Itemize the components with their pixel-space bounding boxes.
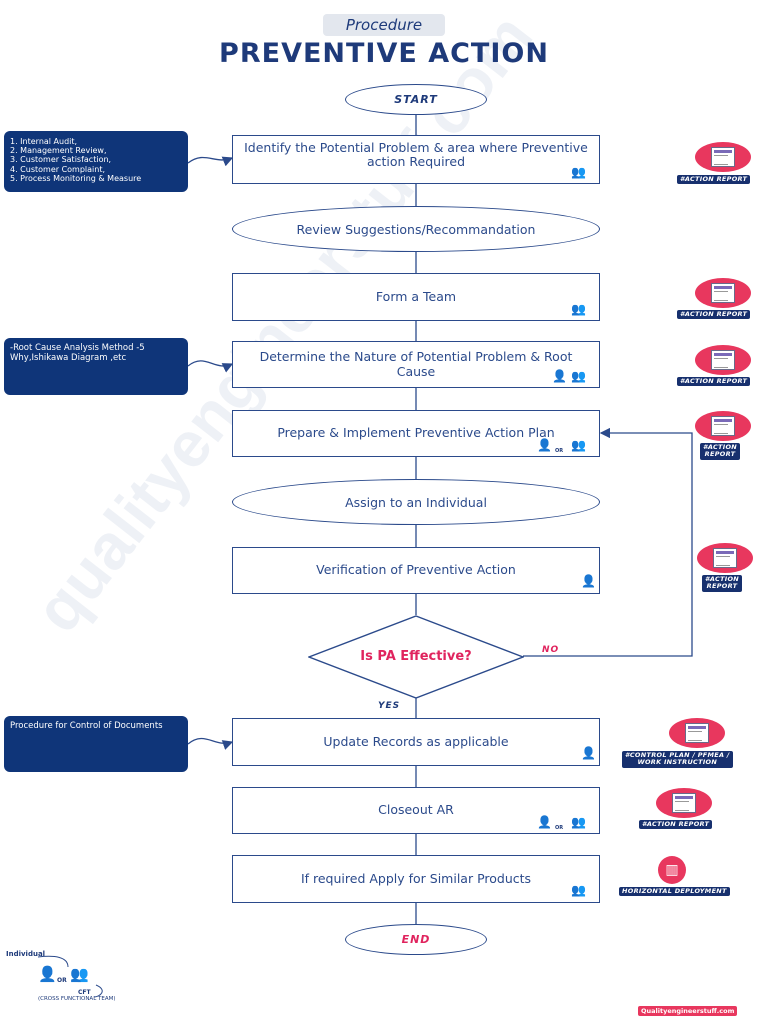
step-text: Assign to an Individual [345,494,487,510]
step-review-suggestions: Review Suggestions/Recommandation [232,206,600,252]
action-report-tag: #ACTION REPORT [700,443,741,460]
team-icon: 👥 [571,302,586,316]
action-report-icon [695,411,751,441]
step-text: Verification of Preventive Action [316,562,516,578]
team-icon: 👥 [571,165,586,179]
or-label: OR [555,825,564,831]
action-report-icon [695,278,751,308]
legend-or-label: OR [57,977,67,984]
step-verification: Verification of Preventive Action [232,547,600,594]
team-icon: 👥 [571,883,586,897]
legend-cft-label: CFT [78,989,91,996]
action-report-icon [697,543,753,573]
action-report-tag: #ACTION REPORT [677,377,751,387]
procedure-pill: Procedure [323,14,445,36]
action-report-tag: #ACTION REPORT [677,310,751,320]
step-closeout-ar: Closeout AR [232,787,600,834]
team-icon: 👥 [571,369,586,383]
step-update-records: Update Records as applicable [232,718,600,766]
step-text: Update Records as applicable [323,733,509,749]
end-terminal: END [345,924,487,955]
step-text: Identify the Potential Problem & area wh… [244,140,588,170]
or-label: OR [555,448,564,454]
action-report-icon [656,788,712,818]
action-report-tag: #ACTION REPORT [702,575,743,592]
action-report-icon [695,345,751,375]
step-text: Closeout AR [378,802,454,818]
action-report-tag: #ACTION REPORT [677,175,751,185]
step-identify-problem: Identify the Potential Problem & area wh… [232,135,600,184]
step-text: Form a Team [375,288,457,304]
legend-cft-icon: 👥 [70,965,89,983]
step-text: Determine the Nature of Potential Proble… [259,349,573,379]
decision-yes-label: YES [378,701,401,711]
step-text: If required Apply for Similar Products [300,870,532,886]
step-form-team: Form a Team [232,273,600,321]
start-terminal: START [345,84,487,115]
individual-icon: 👤 [537,438,552,452]
note-control-documents: Procedure for Control of Documents [4,716,188,772]
individual-icon: 👤 [581,574,596,588]
step-text: Prepare & Implement Preventive Action Pl… [277,425,555,441]
decision-diamond [308,615,524,699]
control-plan-tag: #CONTROL PLAN / PFMEA / WORK INSTRUCTION [622,751,733,768]
footer-website-link[interactable]: Qualityengineerstuff.com [638,1006,738,1016]
legend-individual-label: Individual [6,950,46,958]
legend-arrows [37,955,103,998]
team-icon: 👥 [571,815,586,829]
team-icon: 👥 [571,438,586,452]
step-prepare-implement: Prepare & Implement Preventive Action Pl… [232,410,600,457]
legend-individual-icon: 👤 [38,965,57,983]
individual-icon: 👤 [537,815,552,829]
horizontal-deployment-icon: ▥ [658,856,686,884]
note-inputs: 1. Internal Audit, 2. Management Review,… [4,131,188,192]
individual-icon: 👤 [581,746,596,760]
page-title: PREVENTIVE ACTION [219,38,549,69]
individual-icon: 👤 [552,369,567,383]
step-text: Review Suggestions/Recommandation [296,221,536,237]
action-report-icon [695,142,751,172]
control-plan-icon [669,718,725,748]
step-determine-nature: Determine the Nature of Potential Proble… [232,341,600,388]
decision-text: Is PA Effective? [360,649,472,664]
horizontal-deployment-tag: HORIZONTAL DEPLOYMENT [619,887,730,897]
legend-cft-full-label: (CROSS FUNCTIONAL TEAM) [38,996,116,1002]
step-assign-individual: Assign to an Individual [232,479,600,525]
action-report-tag: #ACTION REPORT [639,820,713,830]
step-apply-similar: If required Apply for Similar Products [232,855,600,903]
note-root-cause: -Root Cause Analysis Method -5 Why,Ishik… [4,338,188,395]
decision-no-label: NO [542,645,560,655]
